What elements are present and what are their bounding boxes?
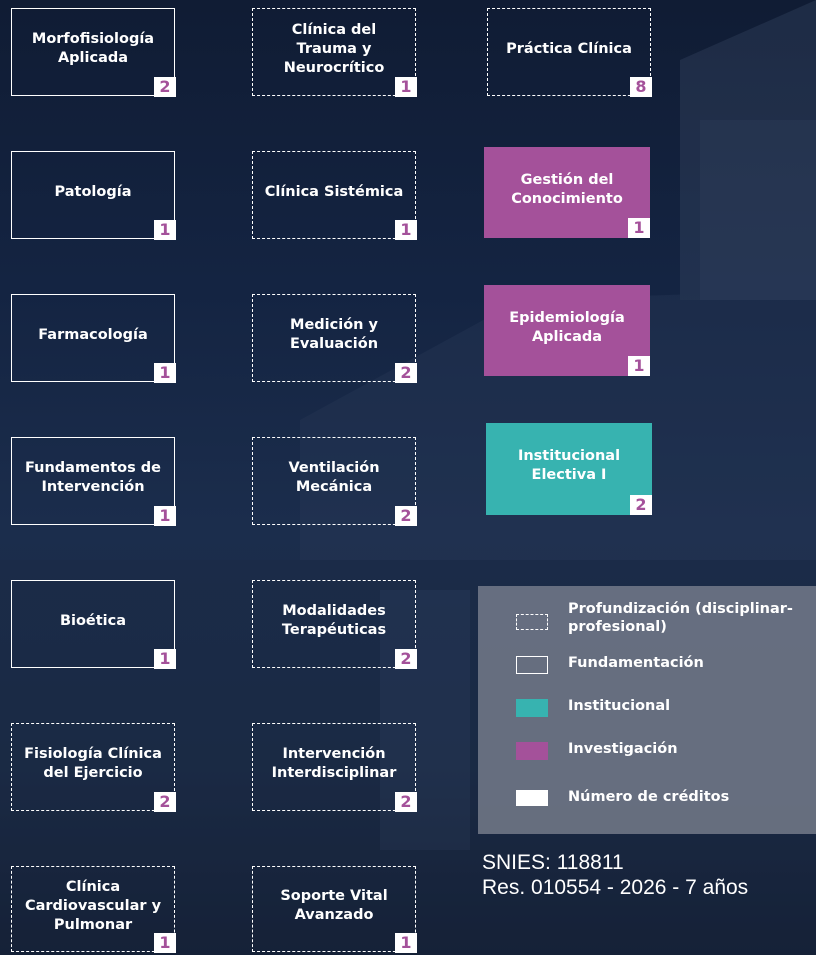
credit-badge: 1 <box>395 933 417 953</box>
course-name: Medición y Evaluación <box>289 317 379 352</box>
course-institucional-electiva: Institucional Electiva I 2 <box>486 423 652 515</box>
credit-badge: 1 <box>395 77 417 97</box>
course-name: Soporte Vital Avanzado <box>280 888 388 923</box>
course-name: Ventilación Mecánica <box>288 460 380 495</box>
dashed-box-symbol <box>516 614 548 630</box>
accreditation-info: SNIES: 118811 Res. 010554 - 2026 - 7 año… <box>482 850 748 900</box>
credit-badge: 2 <box>154 792 176 812</box>
credit-badge: 1 <box>154 220 176 240</box>
credit-badge: 1 <box>154 933 176 953</box>
legend-label: Fundamentación <box>568 655 704 671</box>
course-name: Gestión del Conocimiento <box>511 171 623 207</box>
credit-badge: 1 <box>154 363 176 383</box>
resolution-text: Res. 010554 - 2026 - 7 años <box>482 876 749 899</box>
teal-swatch <box>516 699 548 717</box>
course-name: Fisiología Clínica del Ejercicio <box>24 746 162 781</box>
credit-badge: 8 <box>630 77 652 97</box>
white-swatch <box>516 790 548 806</box>
course-intervencion-interdisciplinar: Intervención Interdisciplinar 2 <box>252 723 417 812</box>
course-name: Modalidades Terapéuticas <box>281 603 387 638</box>
legend-label: Institucional <box>568 698 671 714</box>
course-bioetica: Bioética 1 <box>11 580 176 669</box>
course-name: Bioética <box>59 612 127 629</box>
credit-badge: 2 <box>395 649 417 669</box>
course-name: Clínica Sistémica <box>264 183 404 200</box>
credit-badge: 2 <box>154 77 176 97</box>
course-patologia: Patología 1 <box>11 151 176 240</box>
course-name: Epidemiología Aplicada <box>509 309 625 345</box>
legend-label: Número de créditos <box>568 789 730 805</box>
course-name: Patología <box>54 183 132 200</box>
course-name: Institucional Electiva I <box>517 448 621 483</box>
credit-badge: 1 <box>628 356 650 376</box>
credit-badge: 2 <box>630 495 652 515</box>
course-farmacologia: Farmacología 1 <box>11 294 176 383</box>
course-fisiologia-clinica-ejercicio: Fisiología Clínica del Ejercicio 2 <box>11 723 176 812</box>
solid-box-symbol <box>516 656 548 674</box>
course-clinica-trauma-neurocritico: Clínica del Trauma y Neurocrítico 1 <box>252 8 417 97</box>
course-modalidades-terapeuticas: Modalidades Terapéuticas 2 <box>252 580 417 669</box>
course-ventilacion-mecanica: Ventilación Mecánica 2 <box>252 437 417 526</box>
credit-badge: 1 <box>154 506 176 526</box>
course-name: Intervención Interdisciplinar <box>271 746 397 781</box>
course-name: Clínica del Trauma y Neurocrítico <box>283 21 385 76</box>
course-morfofisiologia: Morfofisiología Aplicada 2 <box>11 8 176 97</box>
legend-panel: Profundización (disciplinar-profesional)… <box>478 586 816 834</box>
course-name: Farmacología <box>38 326 148 343</box>
credit-badge: 2 <box>395 792 417 812</box>
credit-badge: 2 <box>395 506 417 526</box>
snies-code: SNIES: 118811 <box>482 851 624 874</box>
course-name: Práctica Clínica <box>506 40 632 57</box>
course-gestion-conocimiento: Gestión del Conocimiento 1 <box>484 147 650 238</box>
legend-label: Profundización (disciplinar-profesional) <box>568 601 793 635</box>
purple-swatch <box>516 742 548 760</box>
course-name: Fundamentos de Intervención <box>24 460 162 495</box>
course-practica-clinica: Práctica Clínica 8 <box>487 8 652 97</box>
course-clinica-sistemica: Clínica Sistémica 1 <box>252 151 417 240</box>
credit-badge: 1 <box>628 218 650 238</box>
legend-label: Investigación <box>568 741 678 757</box>
credit-badge: 2 <box>395 363 417 383</box>
course-name: Clínica Cardiovascular y Pulmonar <box>24 878 162 933</box>
course-soporte-vital-avanzado: Soporte Vital Avanzado 1 <box>252 866 417 953</box>
course-clinica-cardiovascular-pulmonar: Clínica Cardiovascular y Pulmonar 1 <box>11 866 176 953</box>
course-fundamentos-intervencion: Fundamentos de Intervención 1 <box>11 437 176 526</box>
course-epidemiologia-aplicada: Epidemiología Aplicada 1 <box>484 285 650 376</box>
credit-badge: 1 <box>395 220 417 240</box>
credit-badge: 1 <box>154 649 176 669</box>
course-name: Morfofisiología Aplicada <box>31 31 155 66</box>
course-medicion-evaluacion: Medición y Evaluación 2 <box>252 294 417 383</box>
